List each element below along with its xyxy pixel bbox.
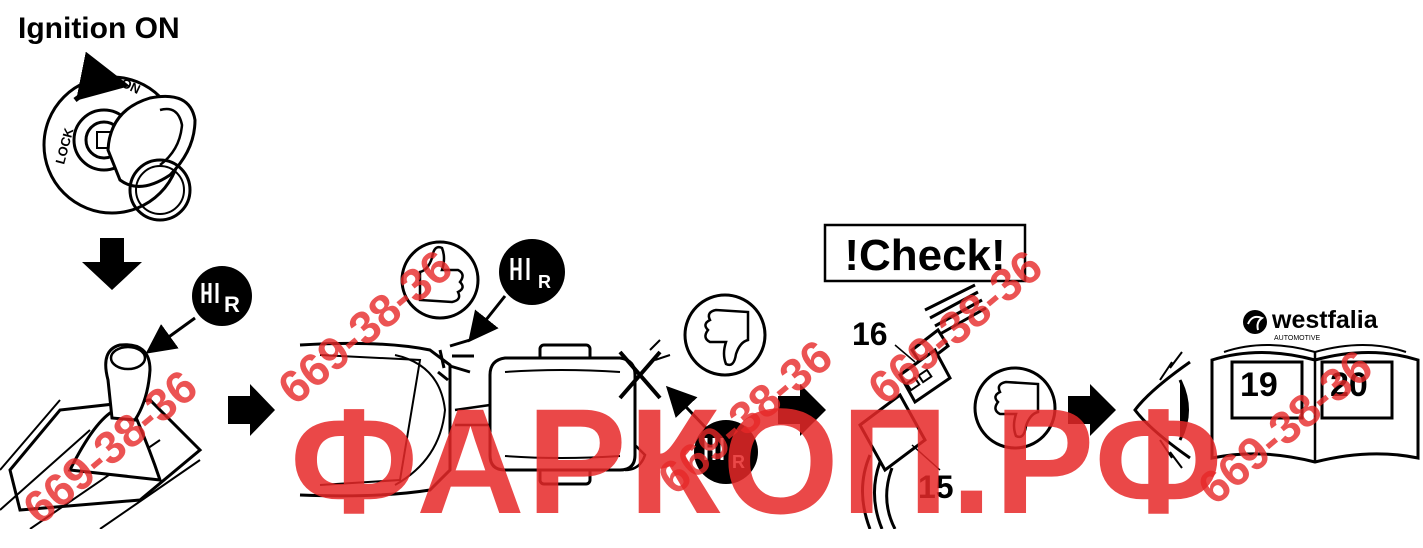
car-rear-icon <box>300 340 474 496</box>
gear-shifter-icon <box>0 345 200 529</box>
right-arrow-icon-2 <box>778 384 826 436</box>
reverse-label-2: R <box>538 272 551 292</box>
trailer-module-icon <box>455 340 670 484</box>
westfalia-logo <box>1243 310 1267 334</box>
right-arrow-icon <box>228 384 275 436</box>
down-arrow-icon <box>82 238 142 290</box>
thumbs-up-icon <box>402 242 478 318</box>
reverse-label-3: R <box>732 452 745 472</box>
manual-page-right: 20 <box>1330 366 1368 404</box>
pointer-line-3 <box>668 388 706 428</box>
eye-icon <box>1135 352 1190 468</box>
thumbs-down-icon <box>685 295 765 375</box>
ignition-lock-icon: LOCK ON <box>44 75 195 220</box>
brand-tagline: AUTOMOTIVE <box>1274 335 1320 342</box>
thumbs-down-icon-2 <box>975 368 1055 448</box>
reverse-gear-icon-2: R <box>499 239 565 305</box>
connector-label-16: 16 <box>852 316 888 352</box>
reverse-label: R <box>224 292 240 317</box>
brand-name: westfalia <box>1271 306 1379 334</box>
reverse-gear-icon-3: R <box>694 420 758 484</box>
reverse-gear-icon: R <box>192 266 252 326</box>
installation-diagram: LOCK ON R R <box>0 0 1423 529</box>
right-arrow-icon-3 <box>1068 384 1116 436</box>
connector-label-15: 15 <box>918 469 954 505</box>
pointer-line <box>148 318 195 352</box>
check-label: !Check! <box>844 231 1005 280</box>
manual-page-left: 19 <box>1240 366 1278 404</box>
pointer-line-2 <box>470 296 505 340</box>
